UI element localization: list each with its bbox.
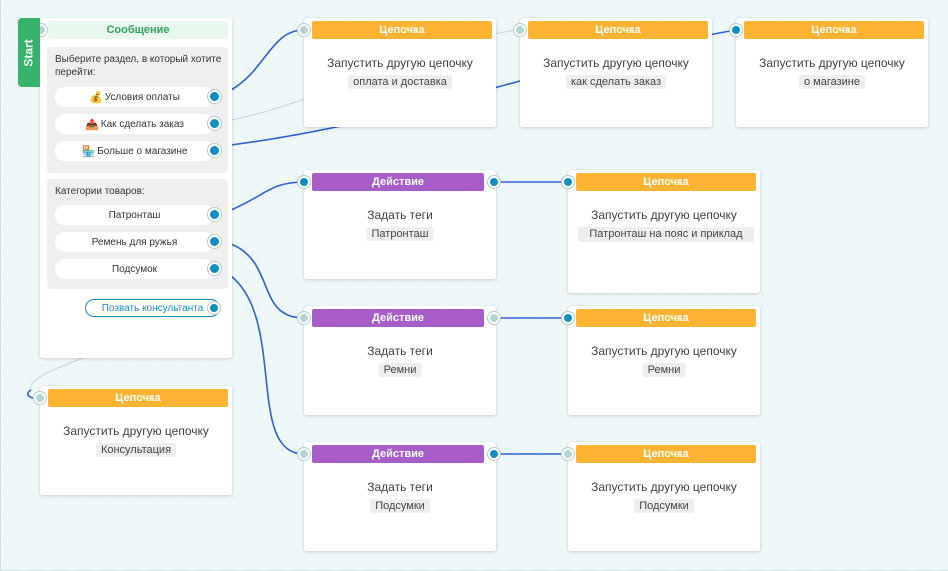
chain-node-about[interactable]: Цепочка Запустить другую цепочку о магаз… <box>730 18 928 127</box>
chain-pouches-value: Подсумки <box>634 499 694 513</box>
action-pouches-output-port[interactable] <box>488 448 500 460</box>
chain-order-header: Цепочка <box>528 21 708 39</box>
chain-order-input-port[interactable] <box>514 24 526 36</box>
message-node[interactable]: Сообщение Выберите раздел, в который хот… <box>35 18 232 358</box>
gun-belt-label: Ремень для ружья <box>91 236 178 248</box>
pouch-port[interactable] <box>208 262 221 275</box>
action-pouches-title: Задать теги <box>367 480 433 494</box>
chain-order-value: как сделать заказ <box>565 75 667 89</box>
action-belts-input-port[interactable] <box>298 312 310 324</box>
chain-pouches-header: Цепочка <box>576 445 756 463</box>
chain-belts-header: Цепочка <box>576 309 756 327</box>
chain-payment-title: Запустить другую цепочку <box>327 56 473 70</box>
chain-about-value: о магазине <box>799 75 865 89</box>
chain-bandolier-input-port[interactable] <box>562 176 574 188</box>
action-bandolier-value: Патронташ <box>366 227 434 241</box>
action-belts-header: Действие <box>312 309 484 327</box>
chain-node-consultation[interactable]: Цепочка Запустить другую цепочку Консуль… <box>34 386 232 495</box>
action-bandolier-input-port[interactable] <box>298 176 310 188</box>
chain-bandolier-header: Цепочка <box>576 173 756 191</box>
action-belts-output-port[interactable] <box>488 312 500 324</box>
chain-node-bandolier[interactable]: Цепочка Запустить другую цепочку Патронт… <box>562 170 760 293</box>
pouch-label: Подсумок <box>111 263 158 275</box>
payment-terms-label: Условия оплаты <box>104 91 180 103</box>
action-node-pouches[interactable]: Действие Задать теги Подсумки <box>298 442 500 551</box>
how-to-order-port[interactable] <box>208 117 221 130</box>
action-bandolier-header: Действие <box>312 173 484 191</box>
gun-belt-button[interactable]: Ремень для ружья <box>55 232 221 252</box>
call-consultant-port[interactable] <box>208 302 220 314</box>
wire-bandolier <box>230 181 305 211</box>
chain-node-payment[interactable]: Цепочка Запустить другую цепочку оплата … <box>298 18 496 127</box>
chain-belts-title: Запустить другую цепочку <box>591 344 737 358</box>
chain-node-belts[interactable]: Цепочка Запустить другую цепочку Ремни <box>562 306 760 415</box>
start-tab: Start <box>18 18 40 87</box>
chain-payment-header: Цепочка <box>312 21 492 39</box>
action-belts-value: Ремни <box>378 363 422 377</box>
call-consultant-button[interactable]: Позвать консультанта <box>85 299 220 317</box>
chain-belts-value: Ремни <box>642 363 686 377</box>
call-consultant-label: Позвать консультанта <box>101 302 204 314</box>
action-pouches-header: Действие <box>312 445 484 463</box>
how-to-order-button[interactable]: 📤 Как сделать заказ <box>55 114 221 134</box>
start-label: Start <box>22 38 36 67</box>
chain-consultation-header: Цепочка <box>48 389 228 407</box>
about-store-label: Больше о магазине <box>97 145 188 157</box>
chain-consultation-input-port[interactable] <box>34 392 46 404</box>
bandolier-port[interactable] <box>208 208 221 221</box>
about-store-port[interactable] <box>208 144 221 157</box>
action-bandolier-title: Задать теги <box>367 208 433 222</box>
chain-about-input-port[interactable] <box>730 24 742 36</box>
chain-payment-input-port[interactable] <box>298 24 310 36</box>
action-node-belts[interactable]: Действие Задать теги Ремни <box>298 306 500 415</box>
chain-node-order[interactable]: Цепочка Запустить другую цепочку как сде… <box>514 18 712 127</box>
how-to-order-label: Как сделать заказ <box>100 118 184 130</box>
outbox-tray-icon: 📤 <box>85 118 99 131</box>
chain-about-header: Цепочка <box>744 21 924 39</box>
action-belts-title: Задать теги <box>367 344 433 358</box>
chain-payment-value: оплата и доставка <box>348 75 452 89</box>
gun-belt-port[interactable] <box>208 235 221 248</box>
action-node-bandolier[interactable]: Действие Задать теги Патронташ <box>298 170 500 279</box>
chain-belts-input-port[interactable] <box>562 312 574 324</box>
bandolier-label: Патронташ <box>108 209 161 221</box>
chain-consultation-value: Консультация <box>95 443 177 457</box>
wire-belts <box>230 243 305 319</box>
action-pouches-input-port[interactable] <box>298 448 310 460</box>
chain-bandolier-value: Патронташ на пояс и приклад <box>578 227 754 242</box>
section-prompt: Выберите раздел, в который хотите перейт… <box>55 54 222 78</box>
money-bag-icon: 💰 <box>89 91 103 104</box>
wire-pouches <box>230 275 305 455</box>
chain-pouches-title: Запустить другую цепочку <box>591 480 737 494</box>
chain-order-title: Запустить другую цепочку <box>543 56 689 70</box>
chain-bandolier-title: Запустить другую цепочку <box>591 208 737 222</box>
about-store-button[interactable]: 🏪 Больше о магазине <box>55 141 221 161</box>
message-node-header: Сообщение <box>48 21 228 39</box>
section-group: Выберите раздел, в который хотите перейт… <box>47 47 228 173</box>
chain-node-pouches[interactable]: Цепочка Запустить другую цепочку Подсумк… <box>562 442 760 551</box>
payment-terms-button[interactable]: 💰 Условия оплаты <box>55 87 221 107</box>
store-icon: 🏪 <box>81 145 96 158</box>
chain-about-title: Запустить другую цепочку <box>759 56 905 70</box>
chain-pouches-input-port[interactable] <box>562 448 574 460</box>
bandolier-button[interactable]: Патронташ <box>55 205 221 225</box>
pouch-button[interactable]: Подсумок <box>55 259 221 279</box>
payment-terms-port[interactable] <box>208 90 221 103</box>
chain-consultation-title: Запустить другую цепочку <box>63 424 209 438</box>
wire-payment <box>230 29 305 91</box>
action-bandolier-output-port[interactable] <box>488 176 500 188</box>
category-group: Категории товаров: Патронташ Ремень для … <box>47 179 228 289</box>
category-prompt: Категории товаров: <box>55 186 145 197</box>
action-pouches-value: Подсумки <box>370 499 430 513</box>
